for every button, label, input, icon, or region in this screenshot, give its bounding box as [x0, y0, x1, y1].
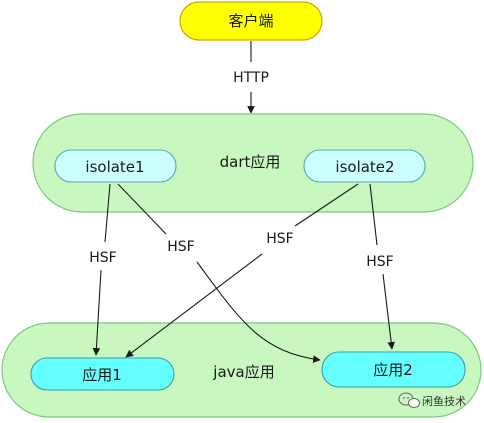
client-label: 客户端 — [228, 12, 273, 30]
edge-line-i2a1-bottom — [125, 253, 263, 358]
edge-isolate1-to-app2: HSF — [117, 183, 321, 363]
edge-label-i2a2: HSF — [366, 254, 393, 270]
edge-client-to-dart: HTTP — [233, 41, 269, 114]
wechat-icon — [398, 392, 420, 408]
java-container-label: java应用 — [212, 363, 274, 381]
edge-line-i1a1-top — [104, 183, 111, 243]
edge-line-i1a2-bottom — [196, 261, 321, 363]
app2-node: 应用2 — [321, 351, 466, 388]
app2-label: 应用2 — [373, 361, 413, 379]
edge-isolate1-to-app1: HSF — [89, 183, 117, 356]
isolate1-label: isolate1 — [85, 158, 144, 176]
client-node: 客户端 — [179, 1, 323, 41]
edge-line-i2a2-bottom — [382, 273, 395, 350]
dart-container-label: dart应用 — [220, 153, 281, 171]
app1-box — [30, 357, 175, 391]
app2-box — [321, 351, 466, 388]
client-box — [179, 1, 323, 41]
java-container-box — [1, 322, 482, 418]
dart-container-box — [32, 113, 474, 213]
isolate2-node: isolate2 — [303, 149, 426, 183]
edge-line-i1a2-top — [117, 183, 167, 235]
edge-line-i2a1-top — [294, 183, 359, 227]
edge-line-i2a2-top — [369, 183, 378, 246]
edge-label-i1a1: HSF — [89, 250, 116, 266]
java-container: java应用 — [1, 322, 482, 418]
app1-label: 应用1 — [82, 366, 122, 384]
edge-line-i1a1-bottom — [92, 269, 102, 356]
app1-node: 应用1 — [30, 357, 175, 391]
edge-label-i1a2: HSF — [167, 239, 194, 255]
edge-isolate2-to-app2: HSF — [366, 183, 395, 350]
edge-label-http: HTTP — [233, 70, 269, 86]
isolate2-label: isolate2 — [335, 158, 394, 176]
isolate2-box — [303, 149, 426, 183]
dart-container: dart应用 — [32, 113, 474, 213]
edge-label-i2a1: HSF — [266, 231, 293, 247]
isolate1-node: isolate1 — [54, 149, 177, 183]
watermark: 闲鱼技术 — [398, 392, 466, 408]
edge-isolate2-to-app1: HSF — [125, 183, 359, 358]
watermark-text: 闲鱼技术 — [422, 394, 466, 408]
isolate1-box — [54, 149, 177, 183]
